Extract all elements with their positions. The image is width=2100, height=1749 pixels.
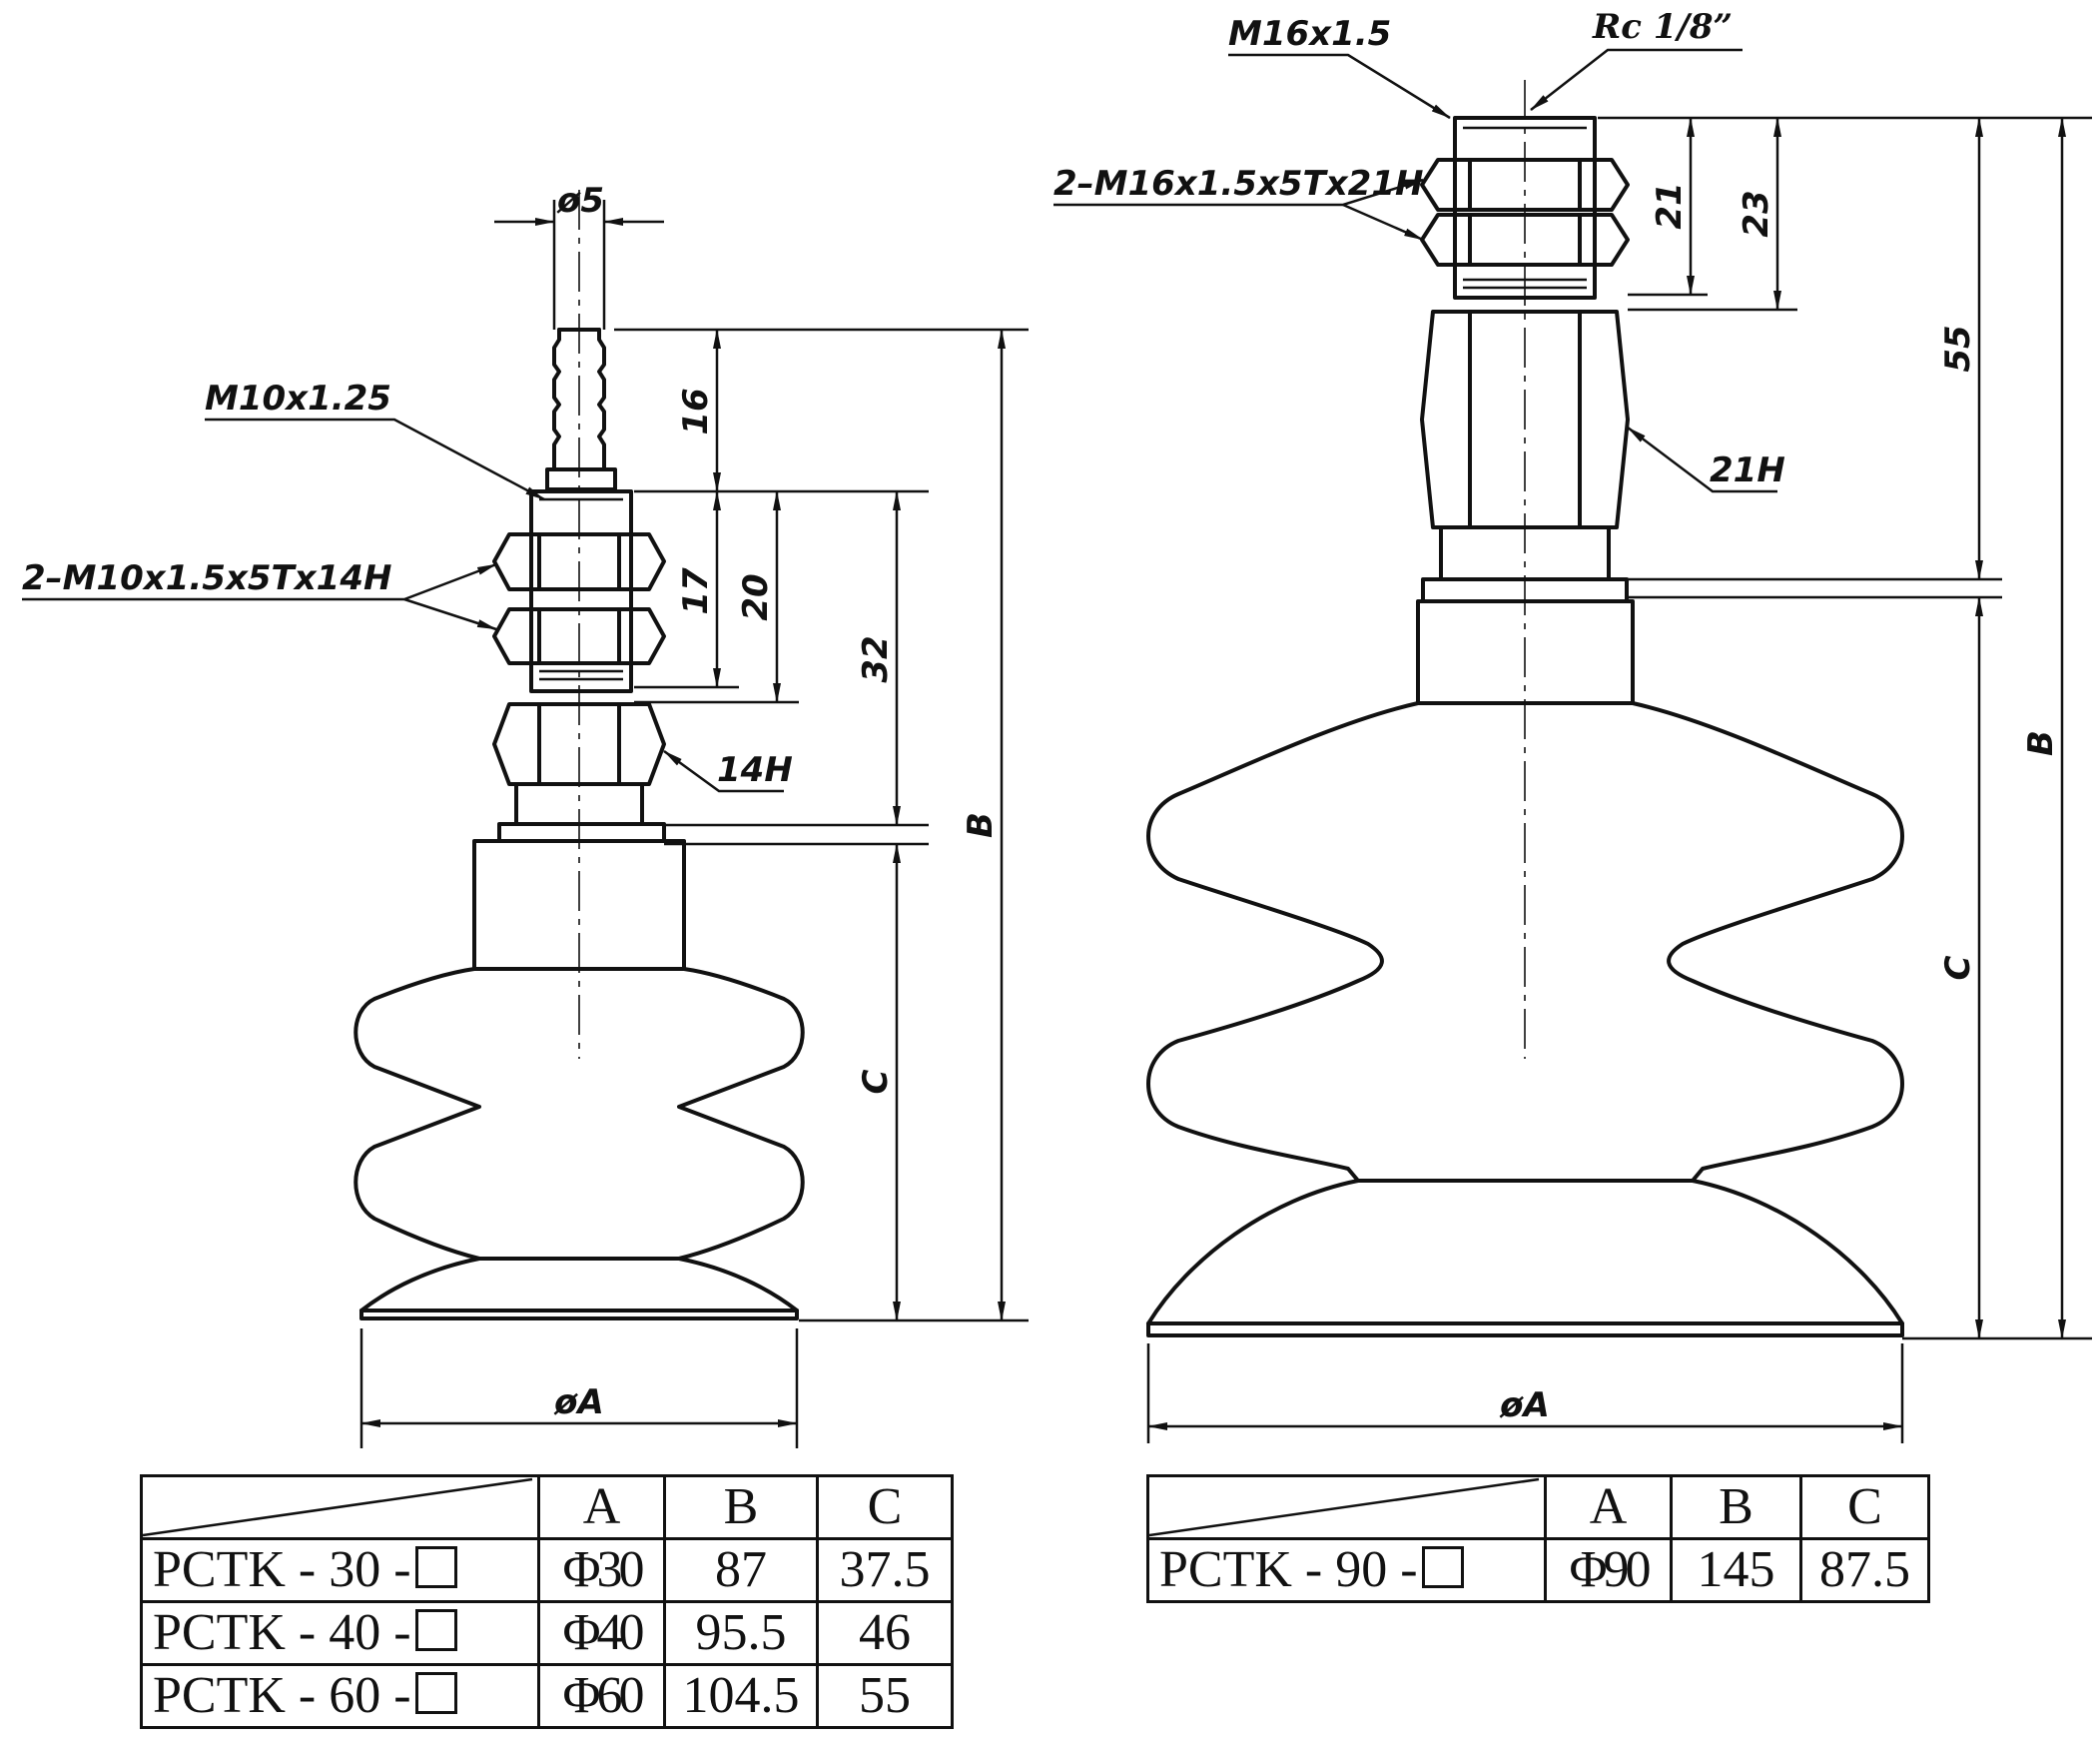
value-C: 87.5 (1799, 1537, 1930, 1603)
model-cell: PCTK - 90 - (1146, 1537, 1547, 1603)
model-name: PCTK - 60 - (153, 1667, 411, 1724)
dim-label-21: 21 (1650, 182, 1690, 229)
dim-label-17: 17 (676, 567, 716, 615)
dim-label-C: C (856, 1069, 896, 1094)
model-name: PCTK - 40 - (153, 1604, 411, 1661)
right-suction-cup-drawing: 21 23 55 C B øA M16x1.5 Rc 1/8” (1053, 7, 2092, 1443)
header-C: C (816, 1474, 954, 1540)
dim-label-16: 16 (676, 388, 716, 435)
table-header-row: A B C (140, 1474, 954, 1540)
table-row: PCTK - 40 - Φ40 95.5 46 (140, 1600, 954, 1666)
right-hex-body (1420, 310, 1630, 603)
value-A: Φ40 (537, 1600, 666, 1666)
dim-label-B: B (961, 812, 1001, 838)
checkbox-square-icon (414, 1546, 457, 1588)
left-hex-nut-2 (492, 607, 666, 665)
dim-label-shaft-diameter: ø5 (556, 181, 604, 221)
value-B: 104.5 (663, 1663, 819, 1729)
left-suction-cup-drawing: ø5 16 17 20 32 C B (22, 181, 1029, 1448)
table-row: PCTK - 30 - Φ30 87 37.5 (140, 1537, 954, 1603)
value-B: 95.5 (663, 1600, 819, 1666)
value-C: 37.5 (816, 1537, 954, 1603)
checkbox-square-icon (414, 1672, 457, 1714)
header-A: A (537, 1474, 666, 1540)
header-B: B (663, 1474, 819, 1540)
value-B: 145 (1670, 1537, 1802, 1603)
diagonal-line (1149, 1477, 1540, 1537)
left-dimensions: ø5 16 17 20 32 C B (22, 181, 1029, 1448)
checkbox-square-icon (414, 1609, 457, 1651)
thread-label-m10: M10x1.25 (205, 379, 391, 419)
dim-label-32: 32 (856, 635, 896, 682)
dim-label-B-right: B (2021, 730, 2061, 756)
header-B: B (1670, 1474, 1802, 1540)
value-C: 46 (816, 1600, 954, 1666)
value-C: 55 (816, 1663, 954, 1729)
hex-label-21h: 21H (1710, 450, 1785, 490)
value-A: Φ30 (537, 1537, 666, 1603)
left-hex-nut-1 (492, 532, 666, 591)
dim-label-C-right: C (1938, 955, 1978, 980)
table-row: PCTK - 90 - Φ90 145 87.5 (1146, 1537, 1930, 1603)
diagonal-line (143, 1477, 533, 1537)
left-hex-body (492, 702, 666, 843)
header-A: A (1544, 1474, 1673, 1540)
thread-label-m16: M16x1.5 (1228, 14, 1391, 54)
nut-label-m16: 2–M16x1.5x5Tx21H (1053, 164, 1423, 204)
right-dimensions: 21 23 55 C B øA M16x1.5 Rc 1/8” (1053, 7, 2092, 1443)
table-row: PCTK - 60 - Φ60 104.5 55 (140, 1663, 954, 1729)
dim-label-A-right: øA (1499, 1385, 1550, 1425)
left-hose-barb (545, 328, 617, 491)
nut-label-m10: 2–M10x1.5x5Tx14H (22, 558, 391, 598)
dim-label-55: 55 (1938, 325, 1978, 372)
right-bellows (1146, 599, 1904, 1337)
checkbox-square-icon (1421, 1546, 1464, 1588)
dim-label-20: 20 (736, 573, 776, 620)
model-name: PCTK - 30 - (153, 1541, 411, 1598)
model-name: PCTK - 90 - (1159, 1541, 1418, 1598)
table-corner-cell (140, 1474, 540, 1540)
table-header-row: A B C (1146, 1474, 1930, 1540)
dim-label-23: 23 (1737, 190, 1776, 237)
right-dimension-table: A B C PCTK - 90 - Φ90 145 87.5 (1146, 1474, 1930, 1603)
left-bellows (353, 839, 805, 1320)
port-label-rc: Rc 1/8” (1592, 7, 1733, 47)
value-A: Φ60 (537, 1663, 666, 1729)
model-cell: PCTK - 60 - (140, 1663, 540, 1729)
dim-label-A: øA (553, 1382, 604, 1422)
value-B: 87 (663, 1537, 819, 1603)
left-dimension-table: A B C PCTK - 30 - Φ30 87 37.5 PCTK - 40 … (140, 1474, 954, 1729)
table-corner-cell (1146, 1474, 1547, 1540)
header-C: C (1799, 1474, 1930, 1540)
hex-label-14h: 14H (717, 750, 793, 790)
model-cell: PCTK - 40 - (140, 1600, 540, 1666)
value-A: Φ90 (1544, 1537, 1673, 1603)
model-cell: PCTK - 30 - (140, 1537, 540, 1603)
